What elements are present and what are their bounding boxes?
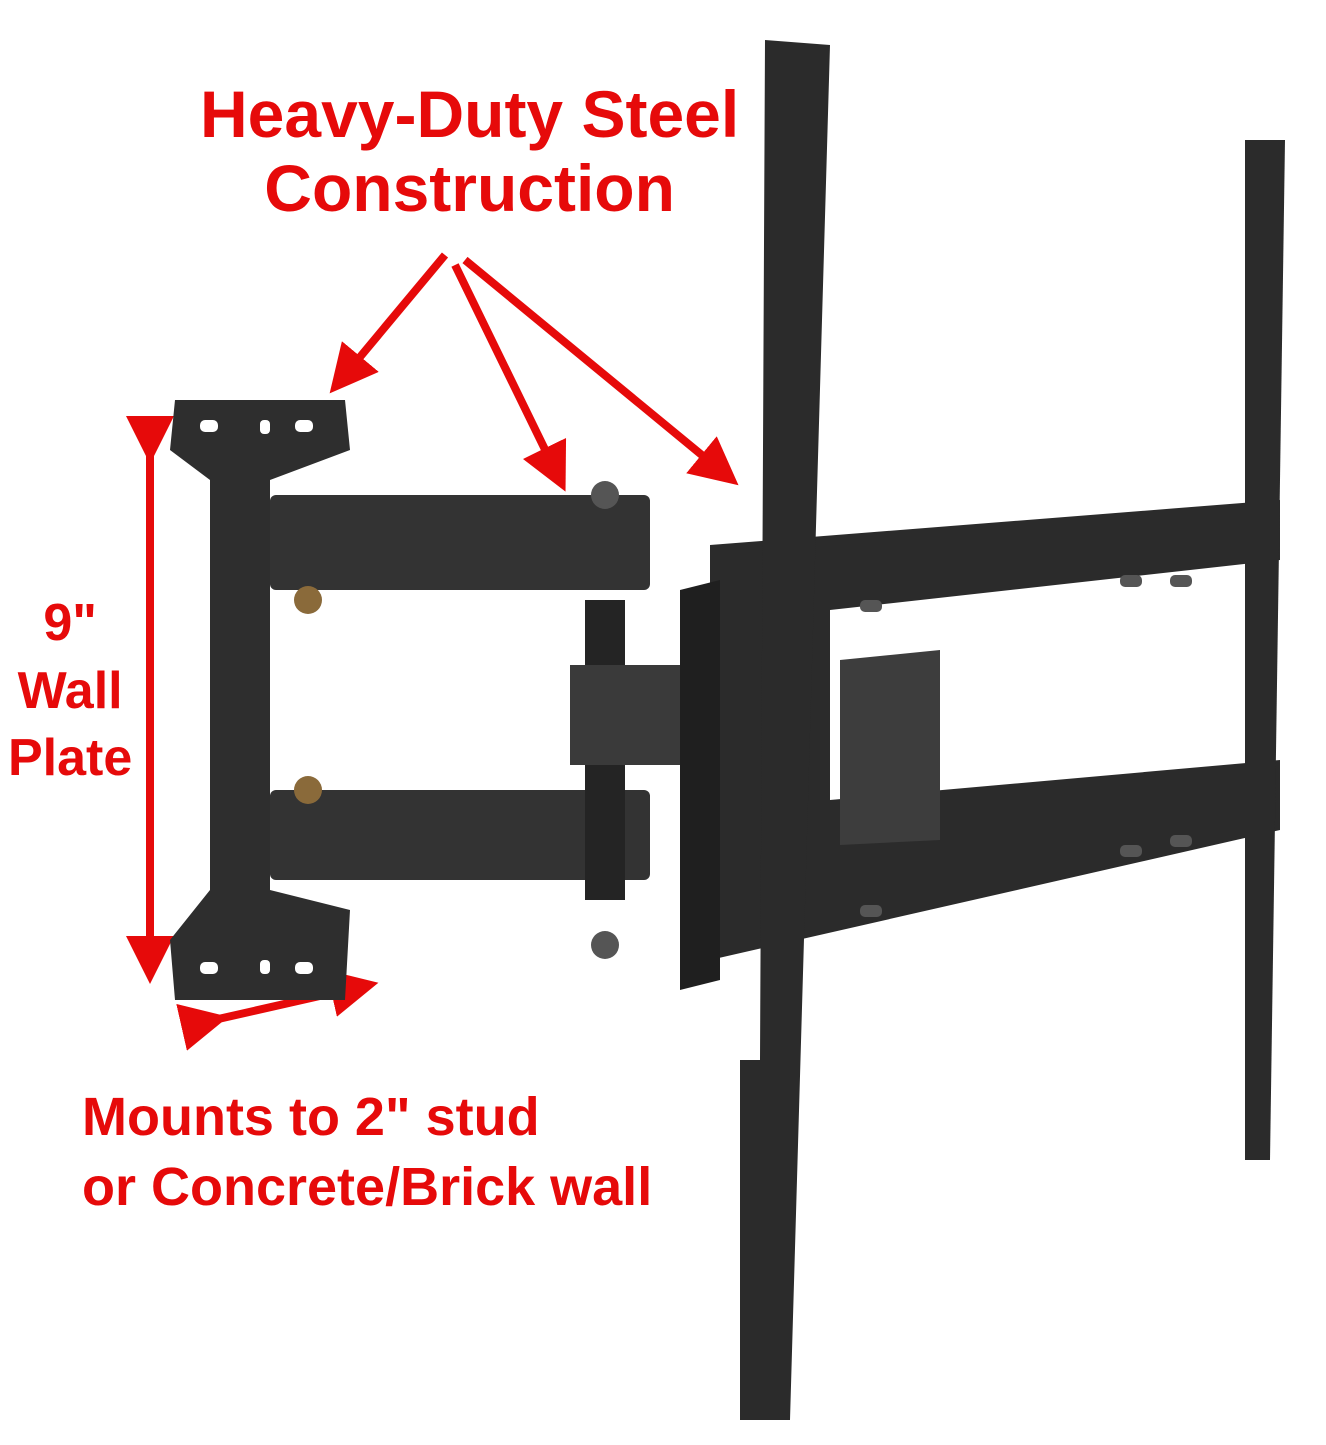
wall-plate-label: 9" Wall Plate: [8, 590, 132, 793]
callout-arrows: [126, 252, 739, 1051]
wall-plate-line-3: Plate: [8, 729, 133, 788]
mounting-info-label: Mounts to 2" stud or Concrete/Brick wall: [82, 1082, 652, 1222]
wall-plate-line-2: Wall: [17, 661, 123, 720]
mounting-line-2: or Concrete/Brick wall: [82, 1157, 653, 1218]
wall-plate: [170, 400, 350, 1000]
mounting-line-1: Mounts to 2" stud: [82, 1087, 540, 1147]
title-line-1: Heavy-Duty Steel: [200, 77, 740, 151]
title-line-2: Construction: [264, 150, 675, 225]
wall-plate-line-1: 9": [43, 594, 97, 652]
articulating-arms: [270, 481, 730, 959]
heavy-duty-steel-label: Heavy-Duty Steel Construction: [200, 77, 740, 226]
tv-bracket: [680, 40, 1285, 1420]
